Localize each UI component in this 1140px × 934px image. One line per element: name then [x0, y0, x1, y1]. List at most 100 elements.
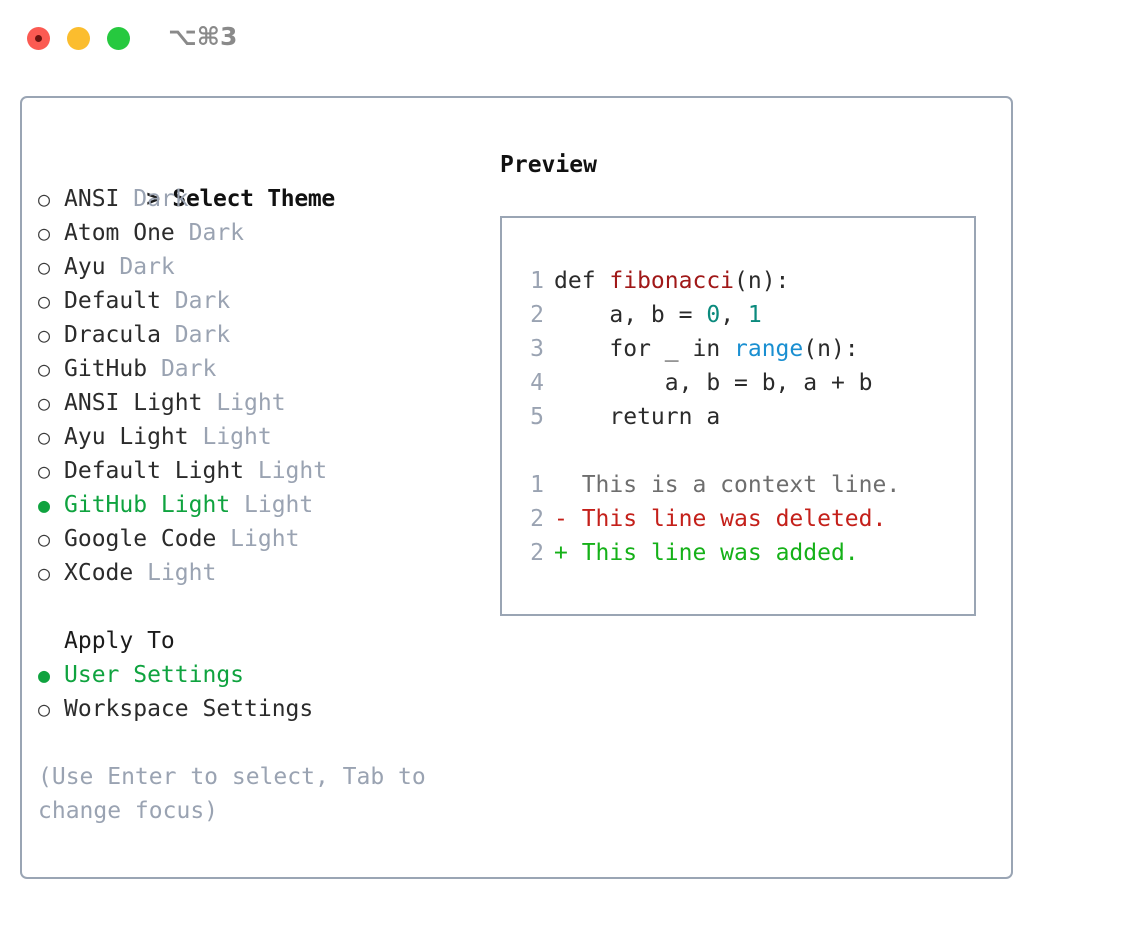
- radio-selected-icon: ●: [38, 663, 51, 687]
- code-line-number: 3: [530, 336, 544, 362]
- window-titlebar: ⌥⌘3: [0, 0, 1140, 78]
- theme-name: Dracula: [64, 322, 161, 348]
- code-token-plain: a, b =: [554, 302, 707, 328]
- code-token-plain: (n):: [803, 336, 859, 362]
- apply-to-title: Apply To: [64, 628, 175, 654]
- theme-option-row[interactable]: ○ XCode Light: [38, 556, 478, 590]
- theme-kind-badge: Light: [188, 424, 272, 450]
- theme-name: Atom One: [64, 220, 175, 246]
- radio-unselected-icon: ○: [38, 255, 51, 279]
- theme-option-row[interactable]: ○ Dracula Dark: [38, 318, 478, 352]
- code-line: 2 a, b = 0, 1: [520, 298, 900, 332]
- theme-name: GitHub Light: [64, 492, 231, 518]
- code-token-plain: a, b = b, a + b: [554, 370, 873, 396]
- apply-to-options-list[interactable]: ● User Settings ○ Workspace Settings: [38, 658, 478, 726]
- theme-kind-badge: Light: [230, 492, 314, 518]
- theme-option-row[interactable]: ○Default Light Light: [38, 454, 478, 488]
- code-token-plain: def: [554, 268, 610, 294]
- code-token-plain: (n):: [734, 268, 790, 294]
- diff-line: 2 + This line was added.: [520, 536, 900, 570]
- preview-title: Preview: [500, 152, 597, 178]
- diff-lines: 1 This is a context line.2- This line wa…: [520, 468, 900, 570]
- theme-kind-badge: Dark: [105, 254, 175, 280]
- code-token-plain: ,: [720, 302, 748, 328]
- radio-unselected-icon: ○: [38, 289, 51, 313]
- radio-unselected-icon: ○: [38, 527, 51, 551]
- diff-text: This line was added.: [567, 540, 859, 566]
- theme-option-row[interactable]: ○ Default Dark: [38, 284, 478, 318]
- theme-name: GitHub: [64, 356, 148, 382]
- keyboard-hint-text: (Use Enter to select, Tab to change focu…: [38, 764, 440, 824]
- theme-kind-badge: Light: [133, 560, 217, 586]
- radio-unselected-icon: ○: [38, 221, 51, 245]
- diff-sign: -: [554, 506, 568, 532]
- theme-option-row[interactable]: ○ GitHub Dark: [38, 352, 478, 386]
- theme-kind-badge: Dark: [160, 322, 231, 348]
- window-minimize-button[interactable]: [67, 27, 90, 50]
- diff-sign: [554, 472, 568, 498]
- select-theme-title: Select Theme: [172, 186, 335, 212]
- theme-kind-badge: Dark: [119, 186, 189, 212]
- window-maximize-button[interactable]: [107, 27, 130, 50]
- radio-unselected-icon: ○: [38, 425, 51, 449]
- code-blank-line: [520, 434, 900, 468]
- theme-option-row[interactable]: ○ Google Code Light: [38, 522, 478, 556]
- radio-unselected-icon: ○: [38, 697, 51, 721]
- code-line-number: 4: [530, 370, 544, 396]
- code-line-number: 2: [530, 302, 544, 328]
- radio-unselected-icon: ○: [38, 357, 51, 381]
- diff-line-number: 2: [530, 506, 544, 532]
- theme-kind-badge: Light: [244, 458, 328, 484]
- code-token-builtin: range: [734, 336, 804, 362]
- theme-option-row[interactable]: ○ ANSI Light Light: [38, 386, 478, 420]
- radio-selected-icon: ●: [38, 493, 51, 517]
- theme-name: Ayu Light: [64, 424, 189, 450]
- theme-name: Ayu: [64, 254, 106, 280]
- theme-kind-badge: Light: [202, 390, 286, 416]
- theme-option-row[interactable]: ○Atom One Dark: [38, 216, 478, 250]
- apply-to-label: User Settings: [64, 662, 245, 688]
- window-close-button[interactable]: [27, 27, 50, 50]
- theme-name: XCode: [64, 560, 134, 586]
- theme-name: ANSI: [64, 186, 120, 212]
- apply-to-option-row[interactable]: ● User Settings: [38, 658, 478, 692]
- theme-picker-panel: > Select Theme ○ ANSI Dark ○ Atom One Dark ○ A…: [20, 96, 1013, 879]
- diff-line: 2- This line was deleted.: [520, 502, 900, 536]
- code-line-number: 1: [530, 268, 544, 294]
- code-line: 3 for _ in range(n):: [520, 332, 900, 366]
- theme-options-list[interactable]: ○ANSI Dark○Atom One Dark○Ayu Dark○Defaul…: [38, 182, 478, 590]
- diff-text: This line was deleted.: [567, 506, 887, 532]
- theme-name: Default: [64, 288, 161, 314]
- keyboard-shortcut-label: ⌥⌘3: [168, 22, 238, 51]
- code-token-plain: for _ in: [554, 336, 735, 362]
- diff-sign: +: [554, 540, 568, 566]
- radio-unselected-icon: ○: [38, 323, 51, 347]
- radio-unselected-icon: ○: [38, 187, 51, 211]
- code-token-num: 0: [706, 302, 721, 328]
- prompt-marker-icon: >: [146, 186, 160, 212]
- theme-option-row[interactable]: ○ Ayu Light Light: [38, 420, 478, 454]
- code-line: 5 return a: [520, 400, 900, 434]
- theme-name: Google Code: [64, 526, 217, 552]
- radio-unselected-icon: ○: [38, 391, 51, 415]
- theme-kind-badge: Light: [216, 526, 300, 552]
- theme-list-column: > Select Theme ○ ANSI Dark ○ Atom One Dark ○ A…: [38, 148, 478, 726]
- theme-name: ANSI Light: [64, 390, 203, 416]
- theme-kind-badge: Dark: [160, 288, 231, 314]
- diff-line-number: 1: [530, 472, 544, 498]
- code-token-num: 1: [747, 302, 762, 328]
- radio-unselected-icon: ○: [38, 561, 51, 585]
- theme-option-row[interactable]: ○ Ayu Dark: [38, 250, 478, 284]
- diff-line-number: 2: [530, 540, 544, 566]
- theme-kind-badge: Dark: [147, 356, 217, 382]
- apply-to-label: Workspace Settings: [64, 696, 314, 722]
- code-line: 4 a, b = b, a + b: [520, 366, 900, 400]
- apply-to-option-row[interactable]: ○ Workspace Settings: [38, 692, 478, 726]
- code-line-number: 5: [530, 404, 544, 430]
- theme-option-row[interactable]: ○ ANSI Dark: [38, 182, 478, 216]
- theme-option-row[interactable]: ● GitHub Light Light: [38, 488, 478, 522]
